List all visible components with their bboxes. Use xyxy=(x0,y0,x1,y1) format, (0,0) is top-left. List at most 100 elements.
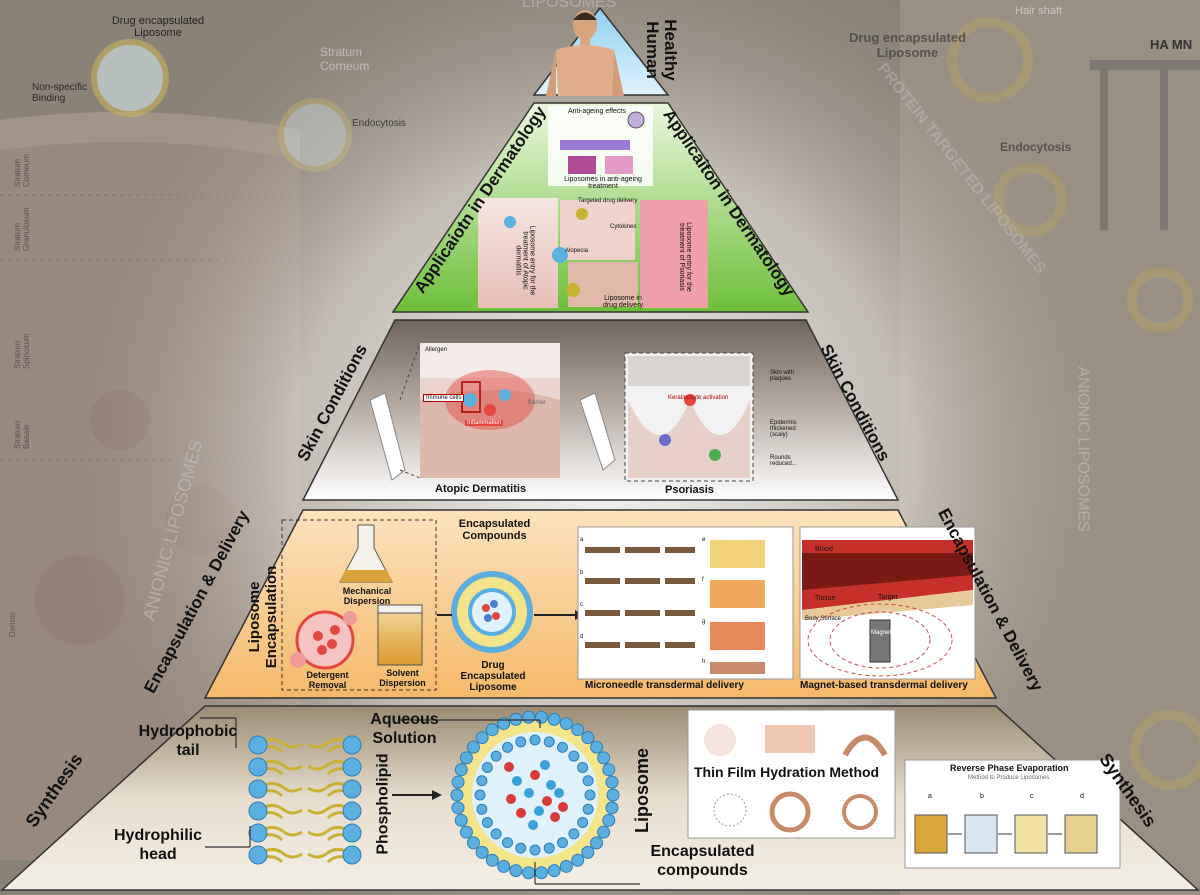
allergen-label: Allergen xyxy=(425,347,448,353)
psoriasis-entry-caption: Liposome entry for the treatment of Psor… xyxy=(678,222,692,292)
reverse-step-d: d xyxy=(1080,793,1084,800)
lipid-tail xyxy=(261,759,303,771)
microneedle-caption: Microneedle transdermal delivery xyxy=(585,680,744,691)
phospholipid-head xyxy=(342,757,362,777)
inner-head xyxy=(557,741,568,753)
antiaging-panel xyxy=(548,106,653,186)
bg-liposomes-top: LIPOSOMES xyxy=(522,0,617,11)
micro-letter-h: h xyxy=(702,659,706,665)
outer-head xyxy=(522,866,536,880)
magnet-label-body: Body Surface xyxy=(805,616,842,622)
lipid-tail xyxy=(307,759,349,771)
bg-layer-3: Stratum Basale xyxy=(13,420,31,449)
phospholipid-label: Phospholipid xyxy=(374,753,392,855)
outer-head xyxy=(454,763,468,777)
lipid-tail xyxy=(261,737,303,749)
encapsulated-compound xyxy=(528,820,538,830)
micro-letter-g: g xyxy=(702,619,706,625)
lipid-tail xyxy=(261,803,303,815)
beaker-icon xyxy=(377,604,423,666)
immune-cells-label: Immune cells xyxy=(423,394,465,402)
liposome-encapsulation-title: Liposome Encapsulation xyxy=(246,565,280,669)
lipid-tail xyxy=(307,781,349,793)
inner-head xyxy=(490,828,502,840)
bg-stratum-corneum: Stratum Corneum xyxy=(320,45,370,73)
reverse-step-a: a xyxy=(928,793,932,800)
bg-ha-mn: HA MN xyxy=(1150,37,1193,52)
psoriasis-note-2: Rounds reduced... xyxy=(770,455,797,467)
outer-head xyxy=(571,853,585,867)
micro-letter-d: d xyxy=(580,634,584,640)
outer-head xyxy=(581,845,595,859)
phospholipid-head xyxy=(248,801,268,821)
inner-head xyxy=(529,734,541,746)
outer-head xyxy=(581,731,595,745)
bg-layer-1: Stratum Granulosum xyxy=(13,207,31,251)
inner-head xyxy=(481,817,493,828)
inner-head xyxy=(584,789,596,801)
outer-head xyxy=(451,775,465,789)
targeted-caption: Targeted drug delivery xyxy=(578,198,638,204)
solvent-dispersion-label: Solvent Dispersion xyxy=(379,668,426,688)
outer-head xyxy=(485,723,499,737)
bg-endocytosis-right: Endocytosis xyxy=(1000,140,1072,154)
lipid-tail xyxy=(307,803,349,815)
bg-anionic-right: ANIONIC LIPOSOMES xyxy=(1074,366,1092,532)
drug-liposome-icon xyxy=(451,571,533,653)
outer-head xyxy=(509,864,523,878)
magnet-label-blood: Blood xyxy=(815,546,833,553)
outer-head xyxy=(454,813,468,827)
bg-layer-0: Stratum Corneum xyxy=(13,154,31,187)
psoriasis-arm-icon xyxy=(579,392,616,471)
psoriasis-note-0: Skin with plaques xyxy=(770,370,795,382)
outer-head xyxy=(605,801,619,815)
thin-film-title: Thin Film Hydration Method xyxy=(692,764,882,780)
encapsulated-compound xyxy=(512,776,522,786)
outer-head xyxy=(497,717,511,731)
detergent-micelle-icon xyxy=(290,610,357,670)
inner-head xyxy=(543,736,555,748)
bg-drug-liposome-right: Drug encapsulated Liposome xyxy=(848,30,967,60)
outer-head xyxy=(509,712,523,726)
phospholipid-head xyxy=(248,779,268,799)
reverse-phase-panel xyxy=(904,759,1121,869)
encapsulated-compounds-label: Encapsulated Compounds xyxy=(458,518,531,542)
magnet-label-tissue: Tissue xyxy=(815,595,836,602)
outer-head xyxy=(590,836,604,850)
psoriasis-activation-label: Keratinocyte activation xyxy=(668,395,729,401)
outer-head xyxy=(475,845,489,859)
inner-head xyxy=(476,803,488,815)
encapsulated-compound xyxy=(530,770,540,780)
inner-head xyxy=(502,741,513,753)
inner-head xyxy=(577,817,589,828)
magnet-label-target: Target xyxy=(878,594,898,601)
micro-letter-a: a xyxy=(580,537,584,543)
mechanical-dispersion-label: Mechanical Dispersion xyxy=(342,586,392,606)
lipid-tail xyxy=(261,781,303,793)
bg-non-specific: Non-specific Binding xyxy=(32,82,88,104)
encapsulated-compound xyxy=(550,812,560,822)
aqueous-solution-label: Aqueous Solution xyxy=(370,711,439,747)
phospholipid-head xyxy=(342,845,362,865)
outer-head xyxy=(571,723,585,737)
phospholipid-head xyxy=(248,757,268,777)
encapsulated-compound xyxy=(546,780,556,790)
bg-layer-4: Dermis xyxy=(8,611,18,638)
outer-head xyxy=(475,731,489,745)
atopic-entry-caption: Liposome entry for the treatment of Atop… xyxy=(514,225,536,296)
inner-head xyxy=(582,803,594,815)
lipid-tail xyxy=(307,825,349,837)
encapsulated-compound xyxy=(504,762,514,772)
inner-head xyxy=(582,775,594,787)
outer-head xyxy=(450,788,464,802)
outer-head xyxy=(547,864,561,878)
inner-head xyxy=(515,842,527,854)
hydrophilic-head-label: Hydrophilic head xyxy=(113,827,202,863)
inner-head xyxy=(557,837,568,849)
psoriasis-note-1: Epidermis thickened (scaly) xyxy=(770,420,797,438)
phospholipid-head xyxy=(248,735,268,755)
human-figure-icon xyxy=(546,10,624,96)
targeted-delivery-panel xyxy=(478,198,708,308)
